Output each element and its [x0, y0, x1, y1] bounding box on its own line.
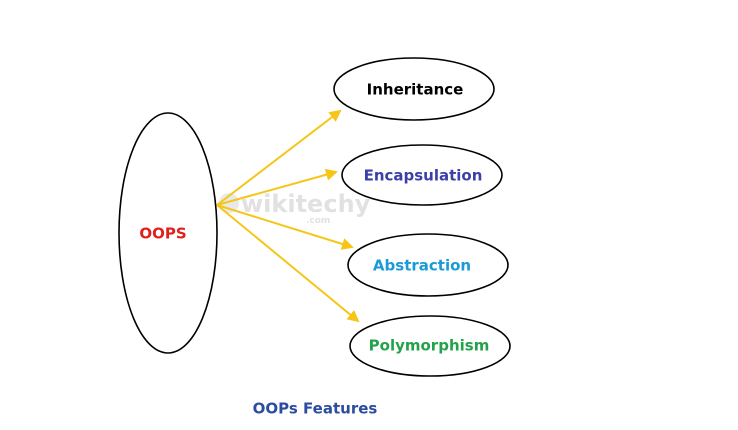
feature-node-encapsulation: Encapsulation — [341, 144, 503, 206]
feature-label-encapsulation: Encapsulation — [364, 167, 483, 185]
feature-label-inheritance: Inheritance — [367, 81, 464, 99]
feature-ellipse — [349, 315, 511, 377]
arrow-to-encapsulation — [216, 168, 338, 206]
feature-node-abstraction: Abstraction — [347, 233, 509, 297]
arrow-to-abstraction — [216, 204, 354, 250]
watermark-brand: wikitechy — [241, 190, 371, 218]
center-node: OOPS — [118, 112, 218, 354]
feature-ellipse — [333, 57, 495, 121]
center-label: OOPS — [139, 225, 186, 243]
watermark-domain: .com — [306, 216, 330, 226]
feature-ellipse — [347, 233, 509, 297]
feature-node-polymorphism: Polymorphism — [349, 315, 511, 377]
arrow-to-inheritance — [216, 109, 342, 206]
feature-ellipse — [341, 144, 503, 206]
arrows — [216, 109, 360, 323]
feature-node-inheritance: Inheritance — [333, 57, 495, 121]
feature-label-polymorphism: Polymorphism — [369, 337, 490, 355]
center-ellipse — [118, 112, 218, 354]
feature-label-abstraction: Abstraction — [373, 257, 471, 275]
arrow-to-polymorphism — [216, 204, 360, 323]
watermark-logo: wikitechy .com — [219, 190, 371, 226]
diagram-caption: OOPs Features — [253, 400, 378, 418]
